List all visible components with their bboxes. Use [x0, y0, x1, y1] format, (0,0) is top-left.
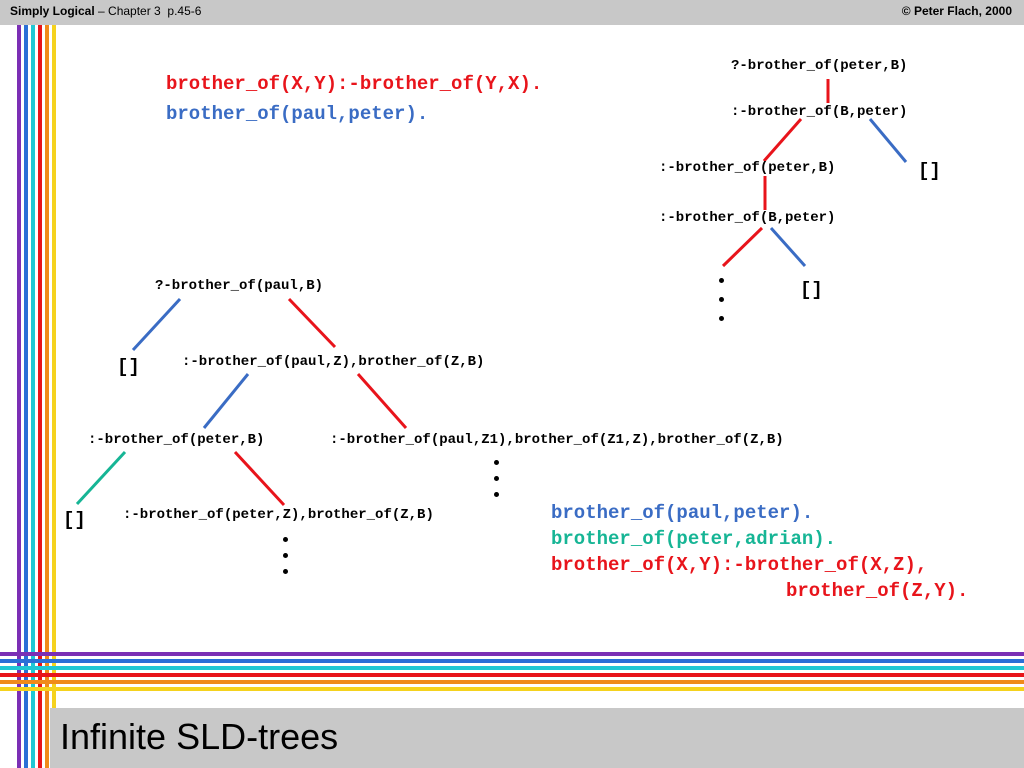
- copyright: © Peter Flach, 2000: [901, 4, 1012, 18]
- right-tree-success-1: []: [918, 160, 941, 182]
- left-tree-success-2: []: [63, 509, 86, 531]
- left-tree-success-1: []: [117, 356, 140, 378]
- stripe-horizontal-purple: [0, 652, 1024, 656]
- stripe-vertical-blue: [24, 25, 28, 768]
- edge-left-n2-n4: [233, 450, 286, 507]
- edge-right-n3-success: [769, 226, 807, 268]
- right-tree-root: ?-brother_of(peter,B): [731, 58, 908, 74]
- edge-left-n2-success: [75, 450, 127, 506]
- left-ellipsis-dot: [283, 537, 288, 542]
- stripe-vertical-red: [38, 25, 42, 768]
- right-tree-node-2: :-brother_of(peter,B): [659, 160, 836, 176]
- program-top-clause-fact: brother_of(paul,peter).: [166, 103, 429, 125]
- edge-left-root-success: [131, 297, 182, 352]
- right-tree-node-3: :-brother_of(B,peter): [659, 210, 836, 226]
- program-bottom-rule-head: brother_of(X,Y):-brother_of(X,Z),: [551, 554, 928, 576]
- left-tree-root: ?-brother_of(paul,B): [155, 278, 324, 294]
- right-ellipsis-dot: [719, 297, 724, 302]
- program-top-clause-recursive: brother_of(X,Y):-brother_of(Y,X).: [166, 73, 543, 95]
- right-ellipsis-dot: [719, 278, 724, 283]
- left-tree-node-4: :-brother_of(peter,Z),brother_of(Z,B): [123, 507, 434, 523]
- left-tree-node-3: :-brother_of(paul,Z1),brother_of(Z1,Z),b…: [330, 432, 784, 448]
- stripe-horizontal-blue: [0, 659, 1024, 663]
- right-tree-node-1: :-brother_of(B,peter): [731, 104, 908, 120]
- edge-right-n1-success: [868, 118, 908, 163]
- program-bottom-fact-1: brother_of(paul,peter).: [551, 502, 814, 524]
- stripe-horizontal-yellow: [0, 687, 1024, 691]
- stripe-vertical-purple: [17, 25, 21, 768]
- edge-right-n1-n2: [762, 118, 803, 162]
- left-ellipsis-dot: [494, 476, 499, 481]
- stripe-horizontal-red: [0, 673, 1024, 677]
- program-bottom-rule-body: brother_of(Z,Y).: [786, 580, 969, 602]
- chapter-label: – Chapter 3: [94, 4, 161, 18]
- stripe-horizontal-cyan: [0, 666, 1024, 670]
- left-tree-node-2: :-brother_of(peter,B): [88, 432, 265, 448]
- right-tree-success-2: []: [800, 279, 823, 301]
- left-tree-node-1: :-brother_of(paul,Z),brother_of(Z,B): [182, 354, 485, 370]
- stripe-vertical-orange: [45, 25, 49, 768]
- left-ellipsis-dot: [283, 553, 288, 558]
- right-ellipsis-dot: [719, 316, 724, 321]
- left-ellipsis-dot: [494, 492, 499, 497]
- book-title: Simply Logical: [10, 4, 95, 18]
- stripe-vertical-cyan: [31, 25, 35, 768]
- footer-bar: [50, 708, 1024, 768]
- stripe-vertical-yellow: [52, 25, 56, 768]
- header-bar: [0, 0, 1024, 25]
- edge-left-root-n1: [287, 297, 337, 349]
- program-bottom-fact-2: brother_of(peter,adrian).: [551, 528, 837, 550]
- left-ellipsis-dot: [283, 569, 288, 574]
- edge-left-n1-n2: [202, 373, 250, 429]
- stripe-horizontal-orange: [0, 680, 1024, 684]
- edge-left-n1-n3: [356, 373, 408, 429]
- edge-right-n3-infinite: [721, 226, 764, 268]
- page-ref: p.45-6: [167, 4, 202, 18]
- header-source: Simply Logical – Chapter 3 p.45-6: [10, 4, 201, 18]
- slide-title: Infinite SLD-trees: [60, 716, 339, 757]
- left-ellipsis-dot: [494, 460, 499, 465]
